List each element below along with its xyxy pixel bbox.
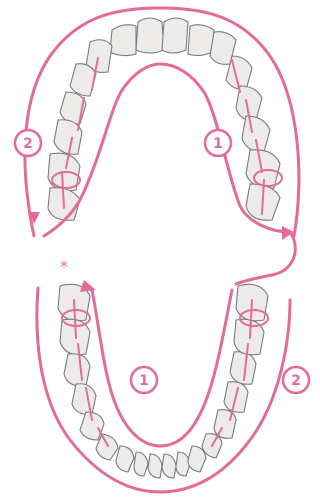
badge-upper-inner: 1	[205, 130, 231, 156]
upper-tooth	[54, 120, 82, 155]
upper-arch	[48, 18, 280, 220]
lower-tooth	[72, 384, 96, 415]
lower-tooth	[214, 410, 236, 439]
lower-tooth	[230, 352, 256, 385]
badge-lower-inner: 1	[131, 367, 157, 393]
start-marker: *	[60, 257, 68, 276]
connector-path	[236, 232, 295, 284]
upper-tooth	[70, 64, 96, 96]
lower-tooth	[116, 446, 134, 472]
upper-tooth	[242, 116, 270, 152]
badge-upper-inner-label: 1	[213, 136, 223, 152]
lower-tooth	[162, 454, 176, 478]
upper-tooth	[188, 25, 214, 56]
lower-tooth	[176, 452, 190, 476]
upper-tooth	[136, 18, 164, 53]
lower-tooth	[134, 452, 148, 476]
upper-tooth	[110, 25, 136, 56]
badge-lower-inner-label: 1	[139, 373, 149, 389]
badge-lower-outer: 2	[283, 367, 309, 393]
lower-tooth	[148, 454, 162, 478]
badge-upper-outer: 2	[15, 130, 41, 156]
lower-tooth	[64, 354, 90, 387]
badge-lower-outer-label: 2	[291, 373, 301, 389]
lower-inner-path	[92, 290, 232, 446]
badge-upper-outer-label: 2	[23, 136, 33, 152]
arrow-lower-left	[80, 280, 96, 292]
upper-tooth	[162, 18, 188, 53]
flossing-path	[25, 8, 299, 492]
lower-arch	[58, 284, 268, 478]
